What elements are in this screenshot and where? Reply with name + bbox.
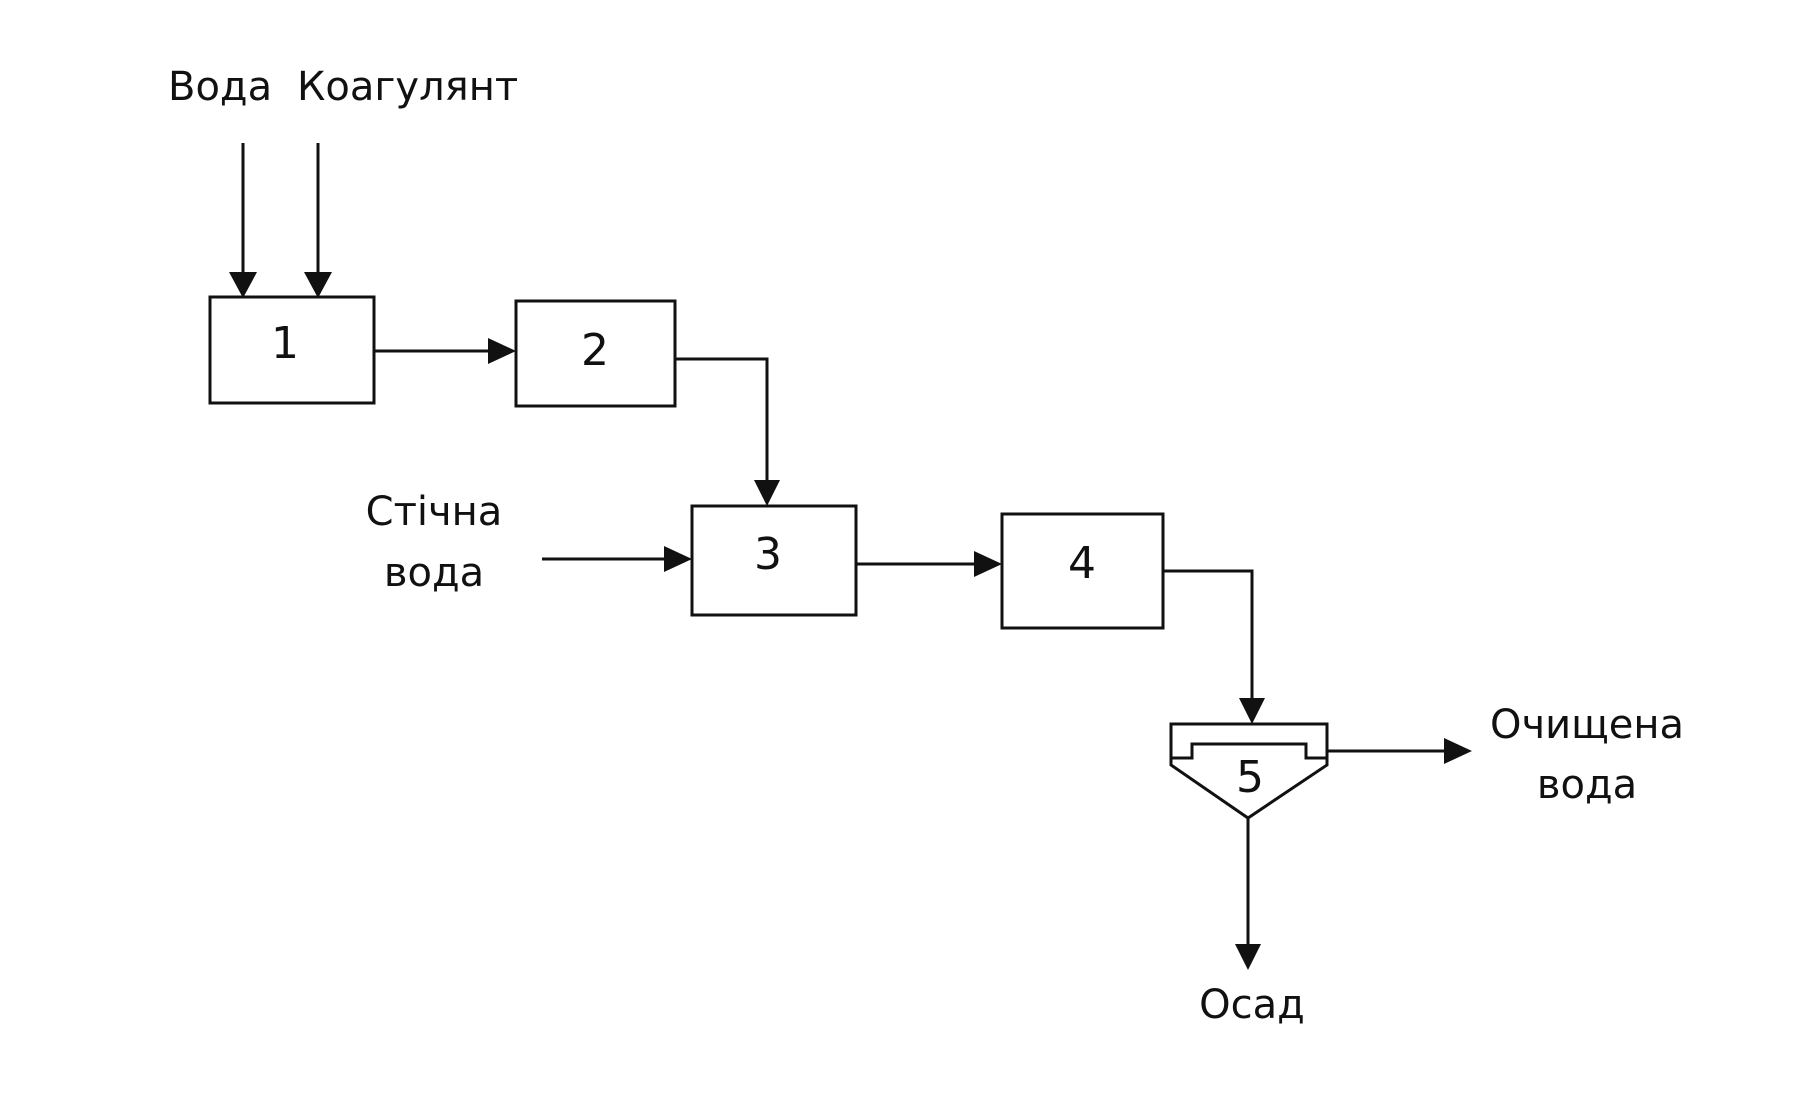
arrow-coagulant-to-1 <box>304 143 332 298</box>
block-1: 1 <box>208 295 376 405</box>
label-sediment: Осад <box>1199 982 1305 1028</box>
arrow-4-to-5 <box>1163 569 1265 724</box>
label-coagulant: Коагулянт <box>297 64 518 110</box>
block-1-number: 1 <box>271 318 299 369</box>
block-5-settler: 5 <box>1169 722 1329 820</box>
arrow-5-to-sediment <box>1235 818 1261 970</box>
block-3-number: 3 <box>754 529 782 580</box>
label-water: Вода <box>168 64 272 110</box>
arrow-water-to-1 <box>229 143 257 298</box>
arrow-wastewater-to-3 <box>542 546 692 572</box>
block-2: 2 <box>514 299 677 408</box>
arrow-1-to-2 <box>374 338 516 364</box>
label-treated-line2: вода <box>1537 762 1637 808</box>
arrow-5-to-treated-water <box>1327 738 1472 764</box>
label-wastewater-line2: вода <box>384 550 484 596</box>
block-4: 4 <box>1000 512 1165 630</box>
block-5-number: 5 <box>1236 752 1264 803</box>
block-2-number: 2 <box>581 325 609 376</box>
arrow-3-to-4 <box>856 551 1002 577</box>
block-3: 3 <box>690 504 858 617</box>
arrow-2-to-3 <box>675 357 780 506</box>
label-wastewater-line1: Стічна <box>366 489 503 535</box>
block-4-number: 4 <box>1068 538 1096 589</box>
label-treated-line1: Очищена <box>1490 702 1684 748</box>
